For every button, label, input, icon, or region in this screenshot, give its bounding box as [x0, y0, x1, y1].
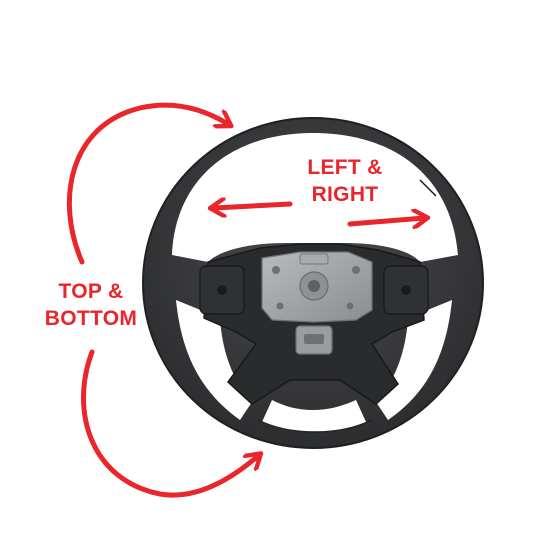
bottom-curved-arrow — [81, 349, 258, 498]
left-right-label-line2: RIGHT — [311, 183, 379, 206]
left-right-label-line1: LEFT & — [307, 156, 383, 179]
top-bottom-label: TOP & BOTTOM — [36, 278, 146, 332]
left-arrow — [214, 204, 293, 208]
right-arrow — [347, 218, 424, 224]
left-right-label: LEFT & RIGHT — [290, 154, 400, 208]
lower-connector — [295, 325, 333, 355]
top-curved-arrow — [66, 102, 228, 265]
top-bottom-label-line2: BOTTOM — [44, 307, 138, 330]
metal-hub-plate — [261, 251, 373, 323]
direction-arrows — [66, 102, 424, 498]
top-bottom-label-line1: TOP & — [58, 280, 124, 303]
